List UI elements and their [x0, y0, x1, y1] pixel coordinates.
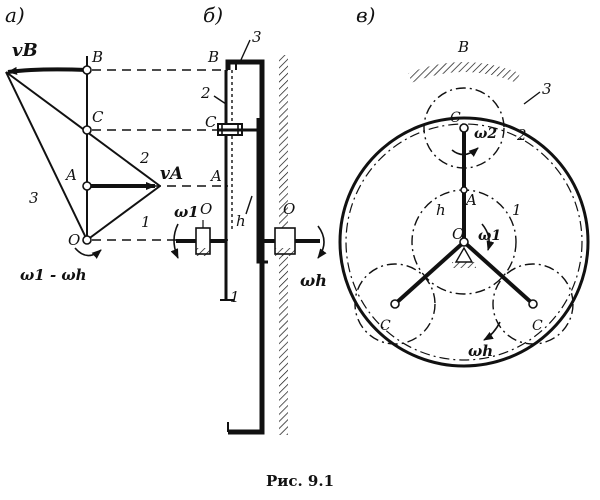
carrier-arm-left — [393, 240, 466, 306]
carrier-h — [256, 118, 268, 264]
label-omegah: ωh — [300, 271, 327, 290]
joint-c-left — [390, 299, 400, 309]
rotation-arrow-icon — [74, 247, 102, 259]
label-c-right: C — [532, 318, 543, 334]
label-omega1: ω1 — [478, 228, 501, 244]
label-o: O — [68, 231, 80, 249]
label-c: C — [205, 113, 217, 131]
label-h: h — [436, 201, 446, 219]
label-2: 2 — [139, 149, 150, 167]
label-b: B — [457, 38, 469, 56]
omega1-arrow-icon — [170, 223, 179, 259]
point-c — [82, 125, 92, 135]
point-a — [82, 181, 92, 191]
label-o-1: O — [200, 200, 212, 218]
label-c-left: C — [380, 318, 391, 334]
label-o: O — [452, 225, 464, 243]
label-2: 2 — [516, 126, 527, 144]
panel-a-title: а) — [5, 3, 25, 27]
label-omega2: ω2 — [474, 126, 497, 142]
line-1 — [86, 185, 161, 241]
point-b — [82, 65, 92, 75]
ring-gear-3 — [225, 59, 265, 435]
label-1: 1 — [141, 213, 151, 231]
label-h: h — [236, 212, 246, 230]
label-2: 2 — [200, 84, 211, 102]
point-o — [82, 235, 92, 245]
omega1-arrow-icon — [481, 223, 495, 251]
label-1: 1 — [512, 201, 522, 219]
label-omegah: ωh — [468, 342, 493, 360]
label-omega-difference: ω1 - ωh — [20, 266, 87, 284]
line-3 — [5, 71, 88, 241]
joint-a — [460, 186, 468, 194]
ring-gear-3 — [338, 116, 590, 368]
omegah-arrow-icon — [483, 321, 501, 341]
label-1: 1 — [230, 288, 240, 306]
label-o-2: O — [283, 200, 295, 218]
joint-c-top — [459, 123, 469, 133]
label-vb: vB — [12, 40, 38, 61]
label-va: vA — [160, 164, 183, 184]
label-3: 3 — [29, 189, 39, 207]
figure-caption: Рис. 9.1 — [265, 472, 335, 490]
label-a: A — [464, 191, 477, 209]
panel-b: б) 3 B 2 C h A 1 O — [170, 3, 327, 435]
omega2-arrow-icon — [451, 147, 479, 157]
panel-v-title: в) — [356, 3, 375, 27]
vb-arrow — [7, 66, 88, 75]
label-3: 3 — [542, 80, 552, 98]
label-c: C — [92, 108, 104, 126]
joint-c-right — [528, 299, 538, 309]
label-a: A — [64, 166, 77, 184]
panel-b-title: б) — [203, 3, 223, 27]
panel-v: в) B 3 C ω2 2 h A 1 — [338, 3, 590, 368]
label-a: A — [209, 167, 222, 185]
label-b: B — [207, 48, 219, 66]
label-c-top: C — [450, 110, 461, 126]
panel-a: а) B C A O vB vA 2 3 1 ω1 - ωh — [5, 3, 183, 284]
planet-gear-right — [492, 263, 574, 345]
label-b: B — [91, 48, 103, 66]
carrier-arm-right — [462, 240, 535, 306]
planet-gear-left — [354, 263, 436, 345]
label-3: 3 — [252, 28, 262, 46]
label-omega1: ω1 — [174, 203, 199, 221]
omegah-arrow-icon — [317, 225, 327, 259]
